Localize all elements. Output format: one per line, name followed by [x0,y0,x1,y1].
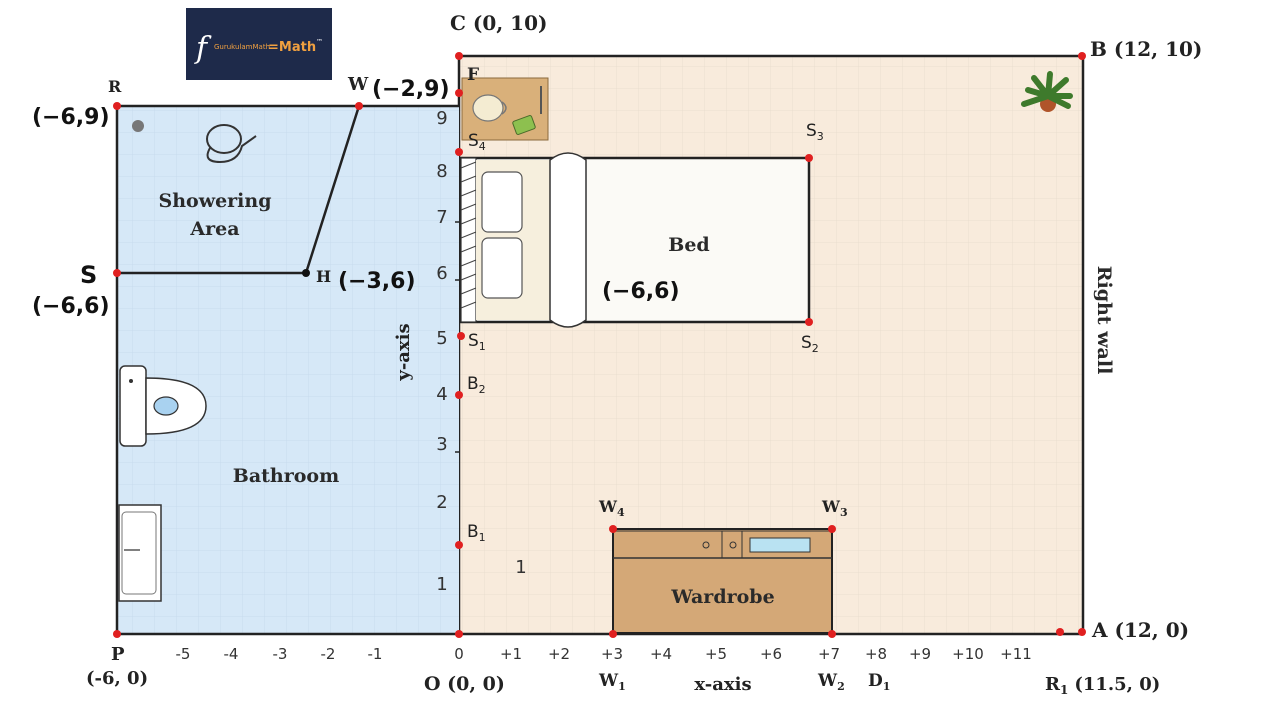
label-w1: W1 [598,671,626,693]
svg-text:=Math: =Math [268,40,316,55]
callout-r: (−6,9) [32,105,110,130]
x-positive-ticks: 0 +1 +2 +3 +4 +5 +6 +7 +8 +9 +10 +11 [454,645,1032,663]
x-tick-label: +3 [601,645,623,663]
right-wall-label: Right wall [1093,266,1115,375]
label-s4: S4 [468,131,486,153]
callout-h: (−3,6) [338,269,416,294]
label-w3: W3 [821,497,848,519]
wardrobe [612,528,833,634]
svg-text:™: ™ [316,38,323,46]
x-tick-label: +5 [705,645,727,663]
svg-text:GurukulamMath: GurukulamMath [214,43,270,51]
showering-area-label: Showering [159,190,272,212]
y-axis-label: y-axis [393,323,414,381]
x-tick-label: +8 [865,645,887,663]
label-o: O (0, 0) [424,673,505,695]
label-c: C (0, 10) [450,11,547,35]
x-tick-label: 0 [454,645,464,663]
wardrobe-label: Wardrobe [670,586,774,608]
label-r: R [108,77,122,96]
label-d1: D1 [868,671,890,693]
y-tick-label: 4 [436,384,447,405]
showering-area-label-2: Area [189,218,239,240]
x-tick-label: +10 [952,645,984,663]
label-s1: S1 [468,331,486,353]
y-tick-label: 3 [436,434,447,455]
label-w4: W4 [598,497,625,519]
y-tick-label: 7 [436,207,447,228]
x-tick-label: +9 [909,645,931,663]
y-tick-label: 9 [436,108,447,129]
x-tick-label: +2 [548,645,570,663]
y-tick-label: 5 [436,328,447,349]
y-tick-label: 6 [436,263,447,284]
shower-icon [132,120,257,164]
x-tick-label: +1 [500,645,522,663]
x-tick-label: -3 [273,645,288,663]
label-h: H [316,267,331,286]
y-ticks: 1 2 3 4 5 6 7 8 9 [436,108,447,595]
x-tick-label: -2 [321,645,336,663]
callout-bed: (−6,6) [602,279,680,304]
y-tick-label: 2 [436,492,447,513]
label-p-coord: (-6, 0) [86,668,148,689]
x-tick-label: +4 [650,645,672,663]
stray-label: 1 [515,557,526,578]
desk [461,77,549,141]
x-tick-label: -1 [368,645,383,663]
callout-w: (−2,9) [372,77,450,102]
label-a: A (12, 0) [1091,618,1189,642]
label-w2: W2 [817,671,845,693]
label-s: S [80,261,97,289]
x-tick-label: -4 [224,645,239,663]
label-s2: S2 [801,333,819,355]
marked-points [113,52,1086,638]
label-r1: R1(11.5, 0) [1045,674,1160,697]
label-w: W [347,74,369,95]
brand-logo: f GurukulamMath =Math ™ [186,8,332,80]
x-tick-label: -5 [176,645,191,663]
label-b2: B2 [467,374,486,396]
sink-icon [118,504,162,602]
bed [459,152,811,328]
toilet-icon [119,365,207,447]
label-f: F [467,65,479,85]
bathroom-label: Bathroom [233,465,339,487]
x-negative-ticks: -5 -4 -3 -2 -1 [176,645,383,663]
x-tick-label: +6 [760,645,782,663]
x-tick-label: +7 [818,645,840,663]
label-s3: S3 [806,121,824,143]
point-h [302,269,310,277]
plant-icon [1021,71,1073,112]
y-tick-label: 1 [436,574,447,595]
label-p: P [111,644,125,665]
x-axis-label: x-axis [694,674,751,695]
bed-label: Bed [668,234,709,256]
label-b1: B1 [467,522,486,544]
x-tick-label: +11 [1000,645,1032,663]
y-tick-label: 8 [436,161,447,182]
label-b: B (12, 10) [1090,37,1202,61]
callout-s: (−6,6) [32,294,110,319]
